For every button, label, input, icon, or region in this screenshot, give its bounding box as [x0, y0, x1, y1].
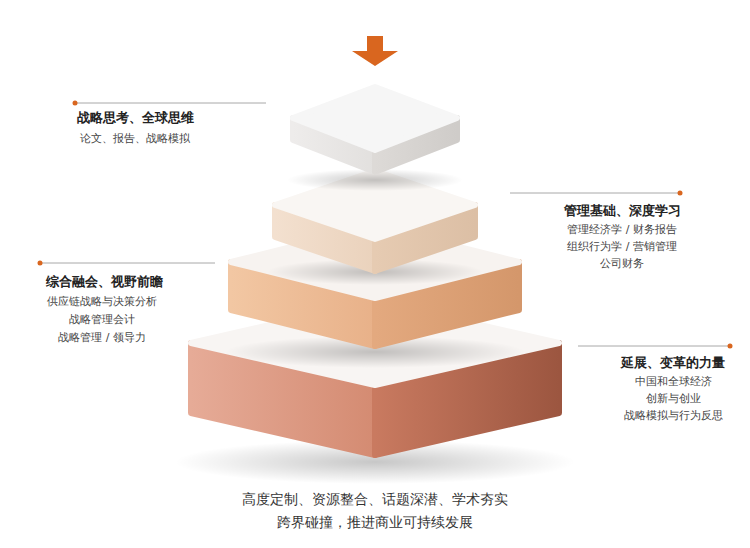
course-item: 中国和全球经济 [635, 375, 712, 388]
section-heading: 战略思考、全球思维 [77, 110, 194, 126]
course-item: 供应链战略与决策分析 [47, 295, 157, 308]
course-item: 战略管理 / 领导力 [58, 331, 146, 344]
course-item: 战略管理会计 [69, 313, 135, 326]
course-item: 创新与创业 [646, 392, 701, 405]
pyramid-tier [293, 87, 457, 172]
down-arrow [352, 36, 398, 66]
course-item: 论文、报告、战略模拟 [80, 132, 190, 145]
section-heading: 综合融会、视野前瞻 [46, 274, 163, 290]
section-heading: 延展、变革的力量 [621, 355, 725, 371]
course-item: 管理经济学 / 财务报告 [567, 223, 677, 236]
course-item: 组织行为学 / 营销管理 [567, 240, 677, 253]
caption: 高度定制、资源整合、话题深潜、学术夯实 跨界碰撞，推进商业可持续发展 [235, 488, 515, 534]
leader-lines [38, 101, 733, 349]
course-item: 战略模拟与行为反思 [624, 409, 723, 422]
section-heading: 管理基础、深度学习 [564, 203, 681, 219]
course-item: 公司财务 [600, 257, 644, 270]
